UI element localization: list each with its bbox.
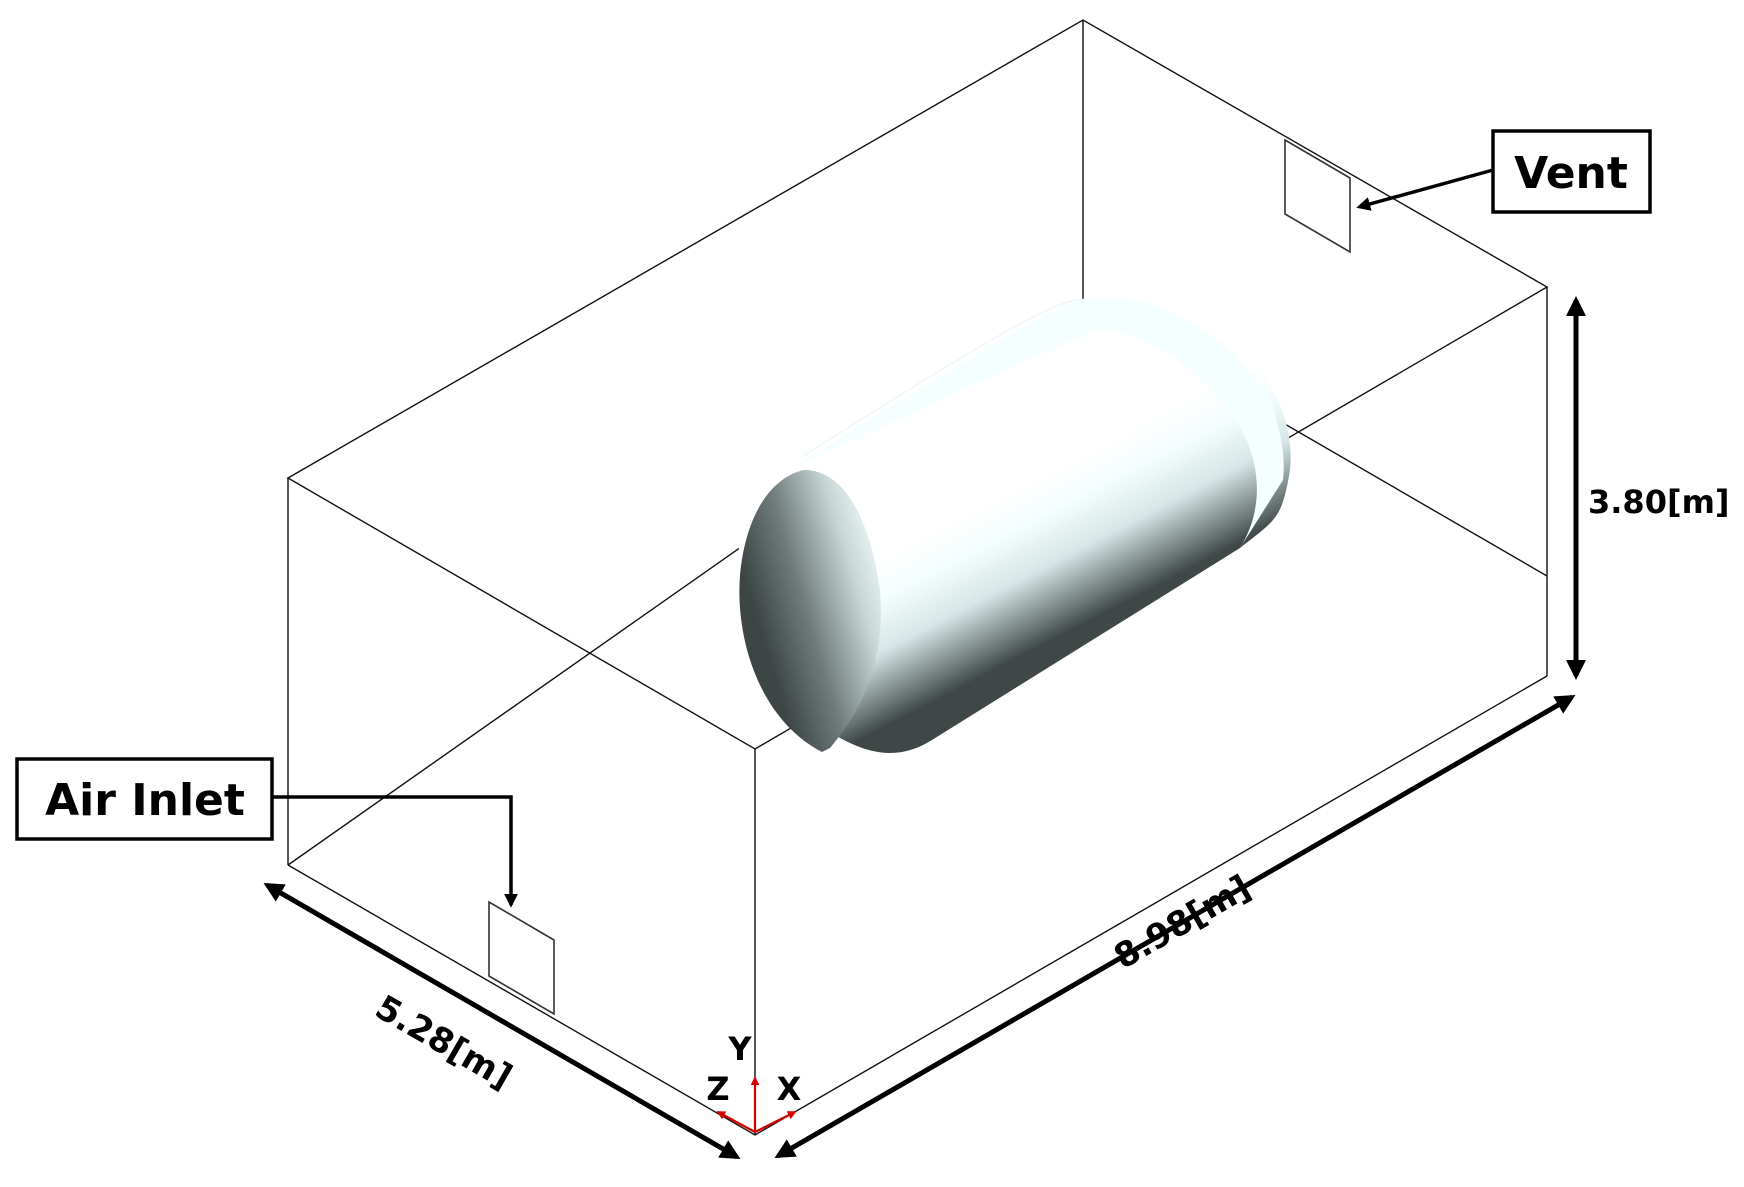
air-inlet-opening — [488, 900, 555, 1016]
air-inlet-callout: Air Inlet — [15, 757, 518, 908]
air-inlet-leader-arrow — [272, 795, 518, 908]
z-axis-arrow — [716, 1111, 756, 1133]
width-dimension: 5.28[m] — [263, 882, 741, 1160]
z-axis-label: Z — [706, 1070, 729, 1108]
y-axis-label: Y — [727, 1030, 752, 1068]
length-dimension-arrow — [774, 694, 1576, 1159]
vent-opening — [1284, 138, 1351, 254]
vent-label: Vent — [1514, 148, 1628, 199]
x-axis-arrow — [754, 1111, 797, 1133]
air-inlet-label-box — [15, 757, 274, 841]
air-inlet-label: Air Inlet — [45, 775, 245, 826]
x-axis-label: X — [777, 1070, 802, 1108]
width-dimension-arrow — [263, 882, 741, 1160]
height-dimension-label: 3.80[m] — [1588, 483, 1730, 521]
vent-leader-arrow — [1356, 168, 1494, 211]
height-dimension: 3.80[m] — [1566, 296, 1730, 680]
length-dimension-label: 8.98[m] — [1107, 868, 1257, 978]
tank-cylinder — [737, 295, 1291, 753]
coordinate-axes: Y Z X — [706, 1030, 802, 1133]
width-dimension-label: 5.28[m] — [368, 988, 518, 1098]
vent-callout: Vent — [1356, 129, 1652, 214]
length-dimension: 8.98[m] — [774, 694, 1576, 1159]
